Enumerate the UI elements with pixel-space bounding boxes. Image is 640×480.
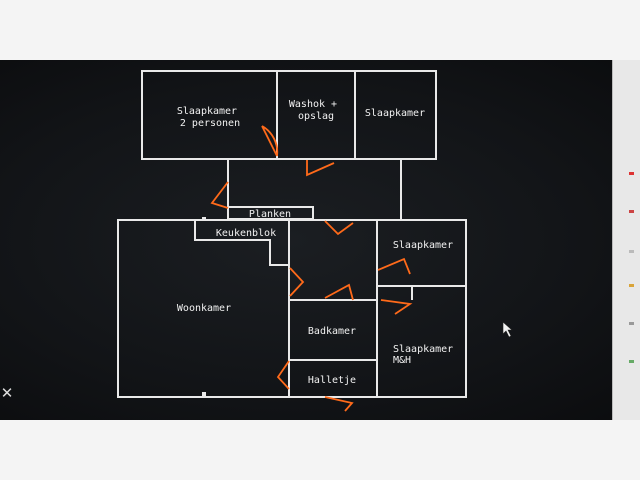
side-toolbar-strip [612, 60, 640, 420]
door-swing [324, 396, 354, 412]
room-label-slaapkamer-2p: Slaapkamer 2 personen [177, 106, 243, 129]
door-swing [306, 160, 335, 177]
toolbar-tick [629, 360, 634, 363]
room-label-slaapkamer-mh: Slaapkamer M&H [393, 344, 459, 366]
close-icon[interactable]: ✕ [0, 384, 14, 402]
room-label-woonkamer: Woonkamer [177, 303, 231, 314]
door-swing [289, 267, 305, 297]
toolbar-tick [629, 250, 634, 253]
lower-block-outline [117, 219, 467, 398]
door-swing [324, 220, 354, 236]
toolbar-tick [629, 210, 634, 213]
room-label-slaapkamer-right: Slaapkamer [393, 240, 453, 251]
room-label-badkamer: Badkamer [308, 326, 356, 337]
room-label-halletje: Halletje [308, 375, 356, 386]
room-label-keukenblok: Keukenblok [216, 228, 276, 239]
door-swing [380, 299, 413, 315]
mouse-cursor-icon [502, 321, 513, 338]
toolbar-tick [629, 322, 634, 325]
door-swing [377, 257, 411, 275]
room-label-washok: Washok + opslag [289, 99, 343, 122]
toolbar-tick [629, 172, 634, 175]
door-swing [261, 125, 279, 157]
wall-marker [202, 217, 206, 221]
room-label-slaapkamer-top: Slaapkamer [365, 108, 425, 119]
toolbar-tick [629, 284, 634, 287]
door-swing [276, 360, 290, 390]
door-swing [210, 181, 229, 209]
door-swing [324, 283, 354, 301]
wall-marker [202, 392, 206, 396]
top-rooms-outline [141, 70, 437, 160]
keukenblok-counter [194, 220, 289, 266]
room-label-planken: Planken [249, 209, 291, 220]
